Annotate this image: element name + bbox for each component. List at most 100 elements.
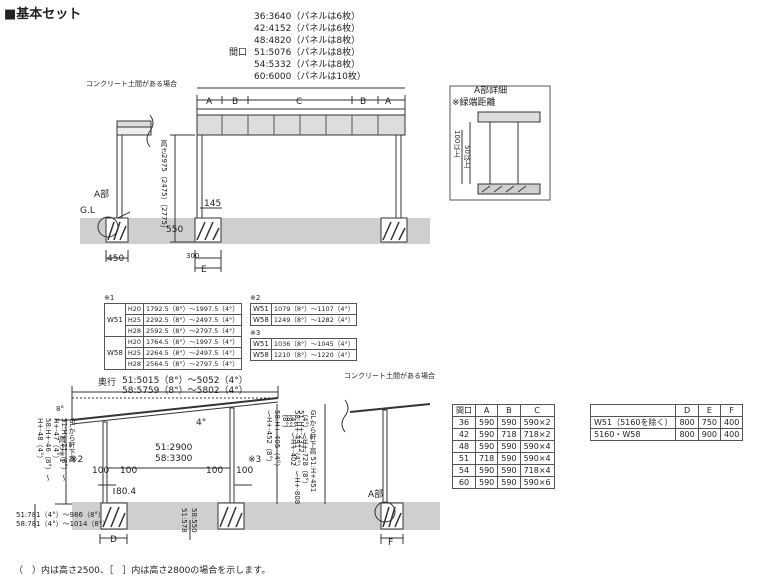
height-label: 高さ※1: [58, 436, 66, 463]
panel-label-c: C: [296, 97, 303, 107]
panel-label-a: A: [385, 97, 392, 107]
maguchi-label: 間口: [229, 48, 248, 58]
dim-300: 300: [186, 252, 200, 260]
table-cell: 36: [452, 416, 476, 429]
table-cell: H25: [124, 314, 145, 326]
table-header: F: [720, 404, 744, 417]
table-cell: 590×6: [519, 476, 555, 489]
roof-beam-top: [196, 108, 406, 116]
maguchi-value: 60:6000（パネルは10枚）: [254, 72, 366, 82]
dim-450: 450: [107, 254, 125, 264]
table-cell: 1764.5（8°）～1997.5（4°）: [143, 336, 242, 348]
table-cell: W51（5160を除く）: [589, 416, 677, 429]
dim-100: 100: [236, 466, 254, 476]
dim-d: D: [110, 535, 117, 545]
table-cell: W51: [104, 303, 126, 337]
maguchi-value: 42:4152（パネルは6枚）: [254, 24, 361, 34]
dim-e: E: [201, 265, 207, 275]
panel-label-b: B: [232, 97, 239, 107]
maguchi-value: 36:3640（パネルは6枚）: [254, 12, 361, 22]
table-cell: 1036（8°）～1045（4°）: [270, 338, 358, 350]
mark-2: ※2: [70, 455, 84, 465]
table-cell: 800: [675, 416, 699, 429]
depth-58: 58:5759（8°）～5802（4°）: [122, 386, 248, 396]
low-58: 58:781（4°）～1014（8°）: [16, 520, 110, 528]
table-cell: 60: [452, 476, 476, 489]
ground-top: [80, 218, 430, 244]
height-dimension: 高さ2975（2475）［2775］: [160, 140, 168, 232]
gl-side-text: GLから軒下高 51:H+451（4°）～H+-728（8°） 58:H+-49…: [285, 410, 317, 505]
angle-4: 4°: [196, 418, 207, 428]
span-51: 51:2900: [155, 443, 193, 453]
depth-51: 51:5015（8°）～5052（4°）: [122, 376, 248, 386]
table-cell: 590×2: [519, 416, 555, 429]
foot-51: 51:578: [180, 508, 188, 533]
detail-note: ※緑端距離: [452, 98, 496, 108]
concrete-note: コンクリート土間がある場合: [86, 80, 177, 88]
table-cell: 718×2: [519, 428, 555, 441]
table-cell: 718: [497, 428, 521, 441]
table-header-row: D E F: [589, 404, 744, 417]
table-cell: 1079（8°）～1107（4°）: [270, 303, 358, 315]
table-cell: 400: [720, 428, 744, 441]
table-cell: 590: [474, 416, 499, 429]
table-cell: 54: [452, 464, 476, 477]
table-cell: 400: [720, 416, 744, 429]
table-header: C: [519, 404, 555, 417]
mark-3: ※3: [248, 455, 262, 465]
span-58: 58:3300: [155, 454, 193, 464]
table-cell: 590: [474, 464, 499, 477]
ground-bottom: [72, 502, 440, 530]
table-cell: 718×4: [519, 464, 555, 477]
table-cell: 590: [474, 428, 499, 441]
dim-100: 100: [120, 466, 138, 476]
table-header: E: [697, 404, 722, 417]
roof-panels-top: [196, 114, 406, 136]
table-header: A: [474, 404, 499, 417]
table-cell: H20: [124, 336, 145, 348]
table-cell: 51: [452, 452, 476, 465]
table-cell: H28: [124, 325, 145, 337]
maguchi-value: 54:5332（パネルは8枚）: [254, 60, 361, 70]
table-cell: 1792.5（8°）～1997.5（4°）: [143, 303, 242, 315]
table-cell: 1210（8°）～1220（4°）: [270, 349, 358, 361]
dim-100: 100: [206, 466, 224, 476]
table-cell: 590: [497, 416, 521, 429]
table-cell: 2592.5（8°）～2797.5（4°）: [143, 325, 242, 337]
table-header-row: 間口 A B C: [452, 404, 555, 417]
footnote: （ ）内は高さ2500、［ ］内は高さ2800の場合を示します。: [14, 566, 271, 576]
dim-80-4: 80.4: [116, 487, 137, 497]
table-cell: 900: [697, 428, 722, 441]
gl-label: G.L: [80, 206, 95, 216]
post-concrete: [116, 134, 123, 220]
panel-label-a: A: [206, 97, 213, 107]
maguchi-value: 51:5076（パネルは8枚）: [254, 48, 361, 58]
dim-145: 145: [204, 199, 222, 209]
table-cell: 590: [497, 476, 521, 489]
a-part-bottom: A部: [368, 490, 384, 500]
table-cell: 590: [474, 476, 499, 489]
table-cell: 42: [452, 428, 476, 441]
table-cell: 800: [675, 428, 699, 441]
panel-label-b: B: [360, 97, 367, 107]
table-cell: 590: [497, 452, 521, 465]
dim-f: F: [388, 538, 394, 548]
table-cell: 1249（8°）～1282（4°）: [270, 314, 358, 326]
spec3-mark: ※3: [250, 329, 261, 337]
foundation-right: [380, 217, 408, 243]
post-right: [395, 134, 402, 220]
